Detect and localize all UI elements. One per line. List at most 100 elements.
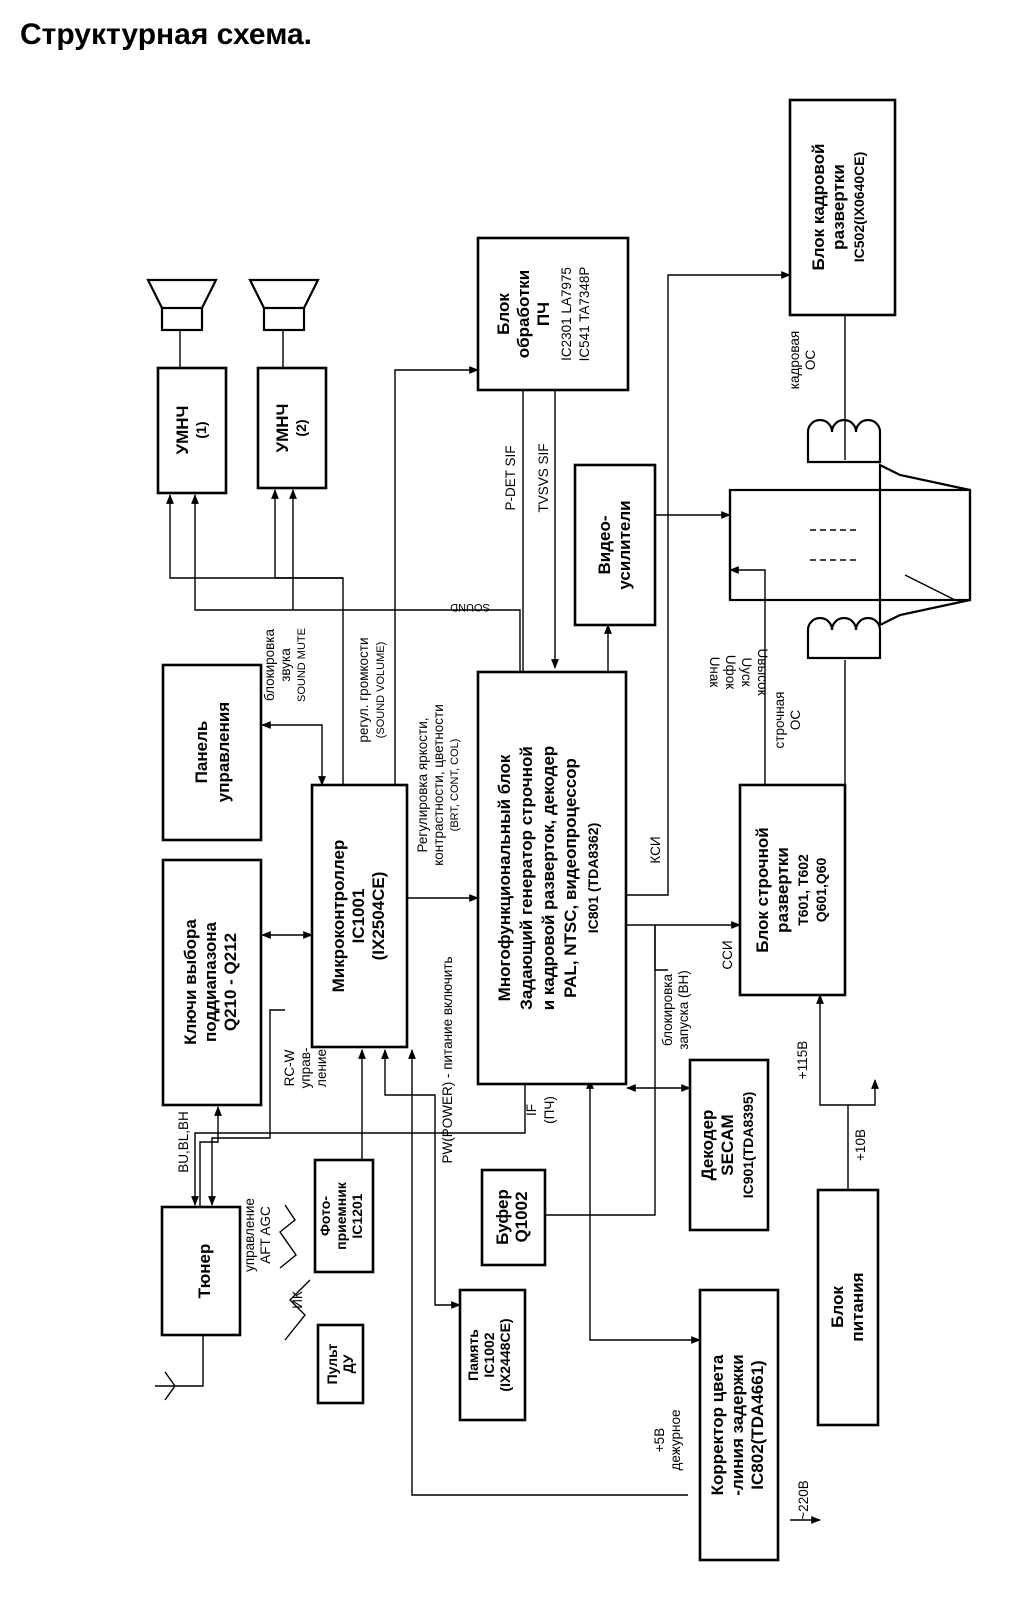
svg-text:SOUND MUTE: SOUND MUTE <box>296 628 308 702</box>
svg-text:кадровая: кадровая <box>787 331 802 389</box>
label-ksi: КСИ <box>648 836 663 863</box>
svg-text:ИК: ИК <box>290 1291 305 1309</box>
buffer-box <box>480 1168 547 1267</box>
amp-2-label: УМНЧ (2) <box>273 404 309 453</box>
svg-text:-линия задержки: -линия задержки <box>728 1354 747 1495</box>
svg-text:управление: управление <box>242 1198 257 1272</box>
band-keys-box <box>161 858 263 1107</box>
svg-text:Блок: Блок <box>828 1286 847 1328</box>
speaker-1-icon <box>146 278 218 332</box>
svg-text:IC1201: IC1201 <box>349 1193 365 1238</box>
vertical-coil-icon <box>806 418 882 464</box>
svg-text:Блок: Блок <box>494 293 513 335</box>
svg-text:Uуск: Uуск <box>739 657 754 686</box>
label-sound-mute: блокировка звука SOUND MUTE <box>262 628 308 702</box>
speaker-2-icon <box>248 278 320 332</box>
svg-text:Корректор цвета: Корректор цвета <box>708 1354 727 1495</box>
svg-text:SOUND: SOUND <box>450 601 490 613</box>
remote-box <box>316 1323 365 1405</box>
page-title: Структурная схема. <box>20 18 313 51</box>
label-ik: ИК <box>290 1291 305 1309</box>
svg-text:+115В: +115В <box>795 1041 810 1079</box>
tuner-label: Тюнер <box>195 1244 214 1299</box>
svg-text:Uнак: Uнак <box>707 657 722 688</box>
video-amp-box <box>573 463 657 627</box>
svg-text:Q210 - Q212: Q210 - Q212 <box>221 933 240 1031</box>
horizontal-coil-icon <box>806 616 882 660</box>
svg-text:Uвысок: Uвысок <box>755 649 770 696</box>
svg-text:(SOUND VOLUME): (SOUND VOLUME) <box>375 642 387 739</box>
svg-text:УМНЧ: УМНЧ <box>273 404 292 453</box>
memory-box <box>458 1288 527 1422</box>
svg-text:блокировка: блокировка <box>660 974 675 1047</box>
label-tvsvs-sif: TVSVS SIF <box>536 443 551 512</box>
horizontal-scan-box <box>738 783 847 997</box>
svg-text:Q1002: Q1002 <box>512 1191 531 1242</box>
svg-text:блокировка: блокировка <box>262 629 277 702</box>
label-power-on: PW(POWER) - питание включить <box>440 956 455 1163</box>
svg-text:Микроконтроллер: Микроконтроллер <box>329 840 348 993</box>
if-block-box <box>476 236 630 392</box>
video-amp-label: Видео- усилители <box>595 500 634 589</box>
mcu-label: Микроконтроллер IC1001 (IX2504CE) <box>329 840 388 993</box>
svg-text:ОС: ОС <box>803 350 818 371</box>
svg-text:Ключи выбора: Ключи выбора <box>181 919 200 1045</box>
power-supply-box <box>816 1188 880 1427</box>
svg-text:управления: управления <box>214 702 233 802</box>
control-panel-box <box>161 663 263 842</box>
horizontal-scan-label: Блок строчной развертки T601, T602 Q601,… <box>753 827 829 953</box>
svg-text:SECAM: SECAM <box>718 1114 737 1175</box>
label-ssi: ССИ <box>720 940 735 969</box>
amp-2-box <box>256 366 328 490</box>
svg-text:IC502(IX0640CE): IC502(IX0640CE) <box>851 152 867 263</box>
svg-text:управ-: управ- <box>298 1048 313 1089</box>
svg-text:IC541 TA7348P: IC541 TA7348P <box>577 267 592 362</box>
label-bu-bl-bh: BU,BL,BH <box>176 1111 191 1173</box>
remote-label: Пульт ДУ <box>324 1343 356 1384</box>
band-keys-label: Ключи выбора поддиапазона Q210 - Q212 <box>181 919 240 1045</box>
label-sound: SOUND <box>450 601 490 613</box>
amp-1-label: УМНЧ (1) <box>173 406 209 455</box>
svg-text:T601, T602: T601, T602 <box>795 854 811 926</box>
color-corrector-box <box>698 1288 780 1562</box>
svg-text:Многофункциональный блок: Многофункциональный блок <box>495 754 514 1001</box>
svg-text:~220В: ~220В <box>796 1480 811 1519</box>
svg-text:Декодер: Декодер <box>698 1110 717 1181</box>
vertical-scan-label: Блок кадровой развертки IC502(IX0640CE) <box>809 144 867 271</box>
secam-decoder-box <box>688 1058 770 1232</box>
label-220v: ~220В <box>796 1480 811 1519</box>
label-blocking: блокировка запуска (ВН) <box>660 970 691 1050</box>
crt-tube-icon <box>728 463 972 627</box>
label-crt-voltages: Uвысок Uуск Uфок Uнак <box>707 649 770 696</box>
svg-text:и кадровой разверток, декодер: и кадровой разверток, декодер <box>539 746 558 1011</box>
label-if: IF (ПЧ) <box>524 1096 557 1124</box>
svg-text:IF: IF <box>524 1104 539 1116</box>
svg-text:питания: питания <box>848 1272 867 1341</box>
secam-decoder-label: Декодер SECAM IC901(TDA8395) <box>698 1092 756 1199</box>
svg-text:PW(POWER) - питание включить: PW(POWER) - питание включить <box>440 956 455 1163</box>
label-vertical-feedback: кадровая ОС <box>787 331 818 389</box>
svg-text:КСИ: КСИ <box>648 836 663 863</box>
memory-label: Память IC1002 (IX2448CE) <box>465 1318 513 1391</box>
label-5v-standby: +5В дежурное <box>652 1410 683 1471</box>
svg-text:+5В: +5В <box>652 1428 667 1452</box>
svg-text:AFT AGC: AFT AGC <box>258 1206 273 1264</box>
svg-text:ление: ление <box>314 1049 329 1087</box>
svg-text:Пульт: Пульт <box>324 1343 340 1384</box>
svg-text:(1): (1) <box>193 421 209 438</box>
label-picture-adjust: Регулировка яркости, контрастности, цвет… <box>415 704 461 866</box>
svg-text:IC1001: IC1001 <box>349 889 368 944</box>
svg-text:Тюнер: Тюнер <box>195 1244 214 1299</box>
svg-text:ДУ: ДУ <box>340 1354 356 1373</box>
svg-text:Q601,Q60: Q601,Q60 <box>813 857 829 922</box>
svg-text:Память: Память <box>465 1329 481 1381</box>
svg-text:Фото-: Фото- <box>317 1196 333 1236</box>
if-block-label: Блок обработки ПЧ IC2301 LA7975 IC541 TA… <box>494 267 592 362</box>
svg-text:дежурное: дежурное <box>668 1410 683 1471</box>
svg-text:строчная: строчная <box>772 692 787 749</box>
svg-text:(IX2504CE): (IX2504CE) <box>369 872 388 961</box>
svg-text:PAL, NTSC, видеопроцессор: PAL, NTSC, видеопроцессор <box>561 758 580 998</box>
amp-1-box <box>156 366 228 495</box>
svg-text:IC802(TDA4661): IC802(TDA4661) <box>748 1360 767 1489</box>
